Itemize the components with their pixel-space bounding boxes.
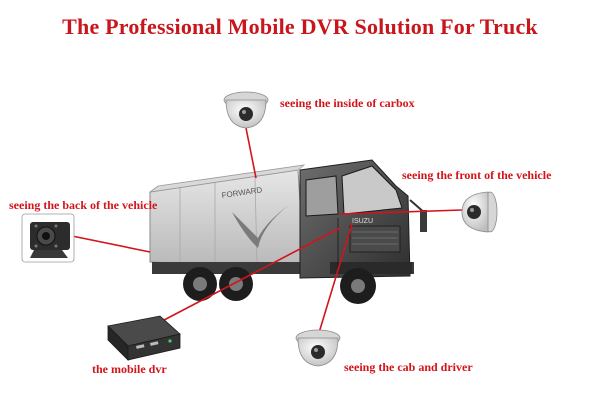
line-cab: [317, 223, 353, 337]
line-back: [71, 235, 151, 253]
cab-brand-text: ISUZU: [352, 218, 373, 225]
cab-grille: [349, 225, 401, 253]
label-back-vehicle: seeing the back of the vehicle: [9, 198, 158, 212]
cargo-box-top: [149, 164, 306, 193]
line-dvr: [144, 227, 341, 331]
line-inside: [245, 127, 257, 179]
wheel-rear-1: [183, 267, 217, 301]
wheel-front: [340, 268, 376, 304]
cab-bumper: [330, 262, 412, 274]
rear-camera-icon: [21, 213, 75, 263]
cab-windshield: [341, 165, 403, 215]
truck-illustration: FORWARD ISUZU: [149, 159, 427, 304]
cab-side-window: [305, 175, 339, 217]
box-swoosh: [232, 204, 290, 248]
label-inside-carbox: seeing the inside of carbox: [280, 96, 415, 110]
label-mobile-dvr: the mobile dvr: [92, 362, 167, 376]
label-front-vehicle: seeing the front of the vehicle: [402, 168, 552, 182]
dome-camera-icon: [223, 91, 269, 129]
connection-lines: [71, 127, 463, 337]
mobile-dvr-icon: [107, 315, 181, 361]
cab-mirror: [420, 210, 427, 232]
dome-camera-icon: [461, 191, 498, 233]
wheel-rear-2: [219, 267, 253, 301]
label-cab-driver: seeing the cab and driver: [344, 360, 473, 374]
page-title: The Professional Mobile DVR Solution For…: [62, 14, 538, 39]
line-front: [339, 209, 463, 215]
dome-camera-icon: [295, 329, 341, 367]
